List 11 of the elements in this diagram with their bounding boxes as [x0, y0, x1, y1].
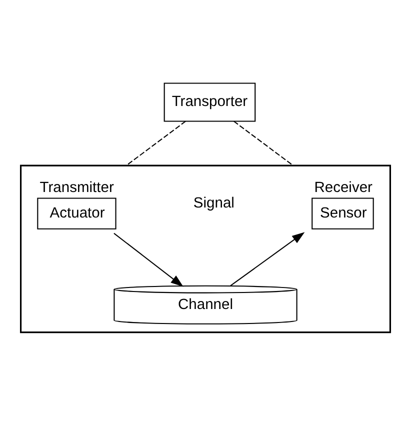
node-box: Actuator — [37, 198, 116, 230]
node-box: Sensor — [312, 198, 374, 230]
node-label: Receiver — [314, 180, 372, 196]
node-label: Transmitter — [40, 180, 114, 196]
connector — [234, 120, 294, 166]
cluster — [20, 164, 392, 334]
label: Signal — [193, 195, 234, 212]
connector — [126, 120, 186, 166]
arrow — [230, 232, 305, 286]
arrow — [114, 232, 184, 287]
node-box: Transporter — [164, 82, 256, 122]
